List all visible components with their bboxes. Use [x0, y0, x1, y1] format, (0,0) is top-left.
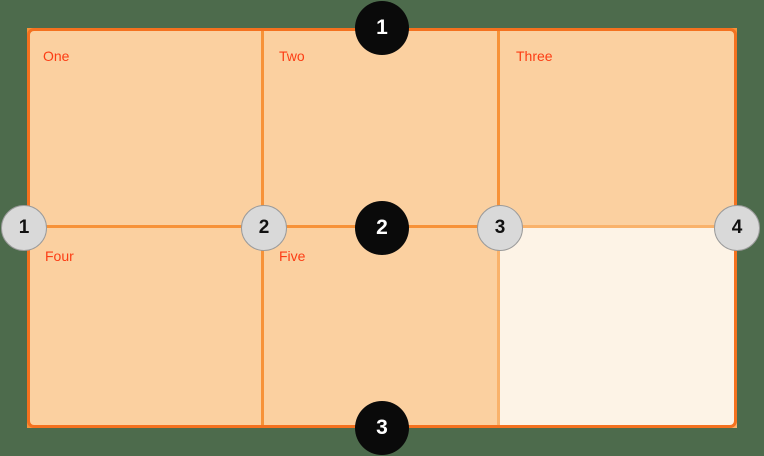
column-handle-4[interactable]: 4	[714, 205, 760, 251]
row-handle-3-label: 3	[376, 416, 388, 439]
cell-label-three: Three	[516, 48, 553, 64]
row-handle-3[interactable]: 3	[355, 401, 409, 455]
column-handle-1-label: 1	[18, 217, 30, 238]
cell-label-two: Two	[279, 48, 305, 64]
row-handle-2[interactable]: 2	[355, 201, 409, 255]
column-handle-1[interactable]: 1	[1, 205, 47, 251]
row-handle-1[interactable]: 1	[355, 1, 409, 55]
cell-label-five: Five	[279, 248, 306, 264]
grid-container: One Two Three Four Five	[27, 28, 737, 428]
column-handle-3-label: 3	[494, 217, 506, 238]
row-handle-2-label: 2	[376, 216, 388, 239]
cell-label-four: Four	[45, 248, 74, 264]
column-handle-3[interactable]: 3	[477, 205, 523, 251]
grid-cell-five[interactable]	[261, 225, 500, 428]
row-handle-1-label: 1	[376, 16, 388, 39]
grid-cell-two[interactable]	[261, 28, 500, 228]
column-handle-2[interactable]: 2	[241, 205, 287, 251]
column-handle-4-label: 4	[731, 217, 743, 238]
grid-cell-empty[interactable]	[497, 225, 737, 428]
cell-label-one: One	[43, 48, 70, 64]
column-handle-2-label: 2	[258, 217, 270, 238]
